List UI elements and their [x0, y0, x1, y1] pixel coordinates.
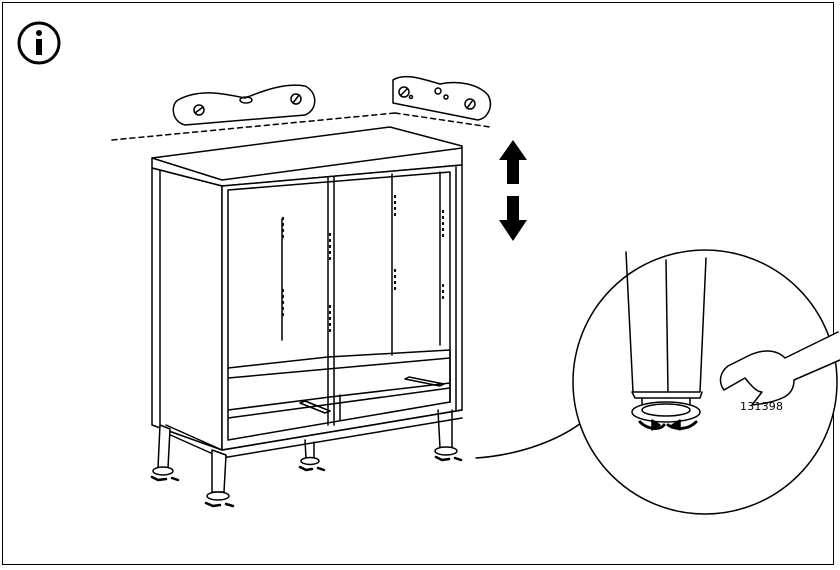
- detail-callout: [475, 249, 840, 515]
- cabinet: [150, 126, 463, 508]
- spirit-level-icon: [111, 75, 492, 141]
- up-down-arrows-icon: [499, 140, 527, 241]
- part-number: 131398: [740, 400, 784, 413]
- info-circle-icon: [17, 21, 61, 65]
- wrench-icon: [719, 331, 840, 406]
- rotate-arrows-icon: [150, 455, 463, 508]
